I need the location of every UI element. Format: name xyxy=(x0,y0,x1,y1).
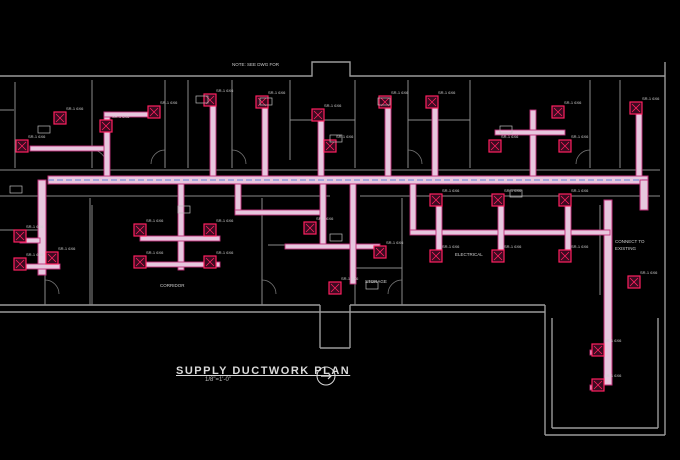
diffuser-tag: SR-1 6X6 xyxy=(571,134,589,139)
diffuser-tag: SR-1 6X6 xyxy=(442,244,460,249)
diffuser-tag: SR-1 6X6 xyxy=(66,106,84,111)
diffuser-tag: SR-1 6X6 xyxy=(571,188,589,193)
diffuser-tag: SR-1 6X6 xyxy=(564,100,582,105)
diffuser-tag: SR-1 6X6 xyxy=(336,134,354,139)
diffuser-tag: SR-1 6X6 xyxy=(642,96,660,101)
diffuser-tag: SR-1 6X6 xyxy=(26,224,44,229)
diffuser-cross-mark xyxy=(593,380,603,390)
diffuser-tag: SR-1 6X6 xyxy=(438,90,456,95)
diffuser-cross-mark xyxy=(135,225,145,235)
diffuser-cross-mark xyxy=(629,277,639,287)
diffuser-cross-mark xyxy=(330,283,340,293)
diffuser-cross-mark xyxy=(560,195,570,205)
diffuser-tag: SR-1 6X6 xyxy=(28,134,46,139)
diffuser-tag: SR-1 6X6 xyxy=(324,103,342,108)
diffuser-tag: SR-1 6X6 xyxy=(391,90,409,95)
diffuser-tag: SR-1 6X6 xyxy=(341,276,359,281)
diffuser-cross-mark xyxy=(560,251,570,261)
right-note-1: CONNECT TO xyxy=(615,239,645,244)
diffuser-cross-mark xyxy=(205,257,215,267)
diffuser-cross-mark xyxy=(15,231,25,241)
branch-ducts xyxy=(19,104,643,391)
diffuser-cross-mark xyxy=(427,97,437,107)
diffuser-tag: SR-1 6X6 xyxy=(268,90,286,95)
diffuser-cross-mark xyxy=(101,121,111,131)
diffuser-tag: SR-1 6X6 xyxy=(571,244,589,249)
storage-label: STORAGE xyxy=(365,279,387,284)
diffuser-tag: SR-1 6X6 xyxy=(146,250,164,255)
diffuser-tag: SR-1 6X6 xyxy=(112,114,130,119)
diffuser-cross-mark xyxy=(149,107,159,117)
diffuser-cross-mark xyxy=(325,141,335,151)
diffuser-tag: SR-1 6X6 xyxy=(316,216,334,221)
diffuser-tag: SR-1 6X6 xyxy=(386,240,404,245)
diffuser-tag: SR-1 6X6 xyxy=(604,338,622,343)
plan-scale: 1/8"=1'-0" xyxy=(205,377,231,383)
diffuser-cross-mark xyxy=(135,257,145,267)
diffuser-cross-mark xyxy=(631,103,641,113)
electrical-label: ELECTRICAL xyxy=(455,252,483,257)
diffuser-tag: SR-1 6X6 xyxy=(604,373,622,378)
diffuser-tag: SR-1 6X6 xyxy=(216,88,234,93)
diffuser-cross-mark xyxy=(593,345,603,355)
diffuser-cross-mark xyxy=(493,195,503,205)
diffuser-tag: SR-1 6X6 xyxy=(504,188,522,193)
plan-title: SUPPLY DUCTWORK PLAN xyxy=(176,365,351,377)
diffuser-tag: SR-1 6X6 xyxy=(504,244,522,249)
diffuser-cross-mark xyxy=(431,251,441,261)
diffuser-tag: SR-1 6X6 xyxy=(640,270,658,275)
diffuser-cross-mark xyxy=(490,141,500,151)
diffuser-tag: SR-1 6X6 xyxy=(26,252,44,257)
diffuser-cross-mark xyxy=(493,251,503,261)
room-tags xyxy=(9,95,523,290)
diffuser-cross-mark xyxy=(305,223,315,233)
diffuser-tag: SR-1 6X6 xyxy=(216,218,234,223)
diffuser-tag: SR-1 6X6 xyxy=(216,250,234,255)
diffuser-cross-mark xyxy=(375,247,385,257)
main-supply-trunk xyxy=(37,175,649,386)
right-note-2: EXISTING xyxy=(615,246,637,251)
diffuser-cross-mark xyxy=(47,253,57,263)
diffuser-tag: SR-1 6X6 xyxy=(58,246,76,251)
diffuser-cross-mark xyxy=(205,225,215,235)
diffuser-cross-mark xyxy=(313,110,323,120)
diffuser-cross-mark xyxy=(560,141,570,151)
top-note: NOTE: SEE DWG FOR xyxy=(232,62,280,67)
corridor-label: CORRIDOR xyxy=(160,283,185,288)
diffuser-cross-mark xyxy=(15,259,25,269)
diffuser-tag: SR-1 6X6 xyxy=(501,134,519,139)
diffuser-cross-mark xyxy=(553,107,563,117)
door-swings xyxy=(44,149,591,295)
diffuser-cross-mark xyxy=(55,113,65,123)
diffuser-tag: SR-1 6X6 xyxy=(160,100,178,105)
room-annotations: NOTE: SEE DWG FOR CORRIDOR STORAGE ELECT… xyxy=(160,62,645,288)
diffuser-cross-mark xyxy=(17,141,27,151)
diffuser-cross-mark xyxy=(431,195,441,205)
diffuser-tag: SR-1 6X6 xyxy=(442,188,460,193)
north-arrow-icon xyxy=(316,366,336,386)
diffuser-tag: SR-1 6X6 xyxy=(146,218,164,223)
exterior-walls xyxy=(0,61,666,436)
